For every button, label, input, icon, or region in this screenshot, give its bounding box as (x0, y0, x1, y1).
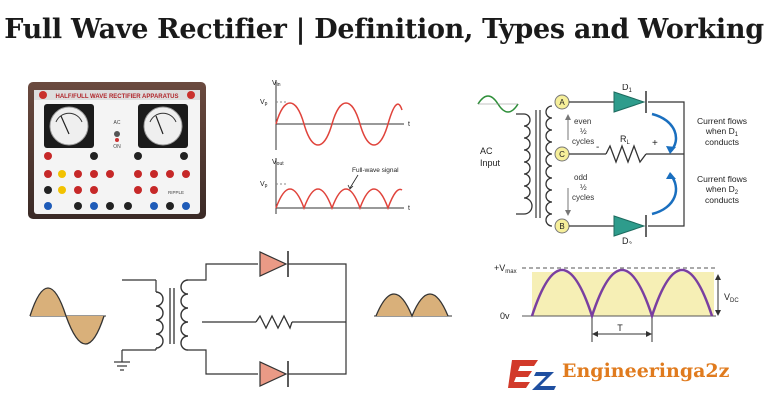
apparatus-label-on: ON (113, 144, 121, 150)
schematic-resistor (255, 314, 293, 330)
center-tap-rectifier-circuit: AC Input A C B even ½ cycles odd ½ cycle… (476, 82, 758, 248)
waveform-graphs: Vin Vp t Vout Vp t Full-wave signal (254, 74, 424, 220)
flow1-line3: conducts (705, 137, 739, 147)
apparatus-header: HALF/FULL WAVE RECTIFIER APPARATUS (56, 94, 179, 100)
even-half-label-3: cycles (572, 137, 594, 146)
output-waveform-graph: Vout Vp t Full-wave signal (260, 158, 410, 214)
even-half-label-1: even (574, 117, 591, 126)
vmax-label: +Vmax (494, 263, 517, 275)
flow2-line2: when D2 (705, 184, 739, 196)
d2-label: D2 (622, 236, 633, 244)
primary-coil (523, 113, 533, 215)
transformer (114, 279, 189, 371)
d1-label: D1 (622, 84, 633, 94)
apparatus-label-ac: AC (114, 120, 121, 126)
vout-peak-label: Vp (260, 181, 268, 189)
plus-sign: + (652, 138, 658, 149)
even-half-label-2: ½ (580, 127, 587, 136)
output-rectified-wave (275, 188, 403, 211)
current-arrow-d2 (651, 173, 678, 216)
output-rectified-wave-large (374, 293, 452, 318)
input-waveform-graph: Vin Vp t (260, 80, 410, 150)
rl-label: RL (620, 134, 631, 146)
rectifier-apparatus-image: HALF/FULL WAVE RECTIFIER APPARATUS AC ON (28, 82, 206, 219)
vin-axis-label: Vin (272, 80, 281, 88)
full-wave-schematic (6, 240, 476, 402)
minus-sign: - (596, 142, 599, 153)
secondary-coil (545, 105, 553, 227)
vin-peak-label: Vp (260, 99, 268, 107)
vout-axis-label: Vout (272, 159, 284, 167)
apparatus-label-ripple: RIPPLE (168, 190, 184, 195)
flow2-line1: Current flows (697, 174, 747, 184)
vin-time-label: t (408, 121, 410, 128)
odd-half-label-2: ½ (580, 183, 587, 192)
dc-output-plot: +Vmax 0v VDC T (492, 254, 768, 350)
brand-logo: Engineeringa2z (508, 354, 748, 394)
diode-d1 (613, 91, 647, 113)
brand-icon (508, 360, 556, 390)
page-title: Full Wave Rectifier | Definition, Types … (4, 14, 764, 45)
rectified-output-curve (530, 269, 714, 321)
flow1-line2: when D1 (705, 126, 739, 138)
vdc-label: VDC (724, 292, 739, 304)
odd-half-label-3: cycles (572, 193, 594, 202)
diode-bottom (259, 361, 289, 387)
period-label: T (617, 323, 623, 333)
diode-d2 (613, 215, 647, 237)
diode-top (259, 251, 289, 277)
ac-input-label-2: Input (480, 158, 501, 168)
ac-input-label-1: AC (480, 146, 493, 156)
load-resistor (605, 144, 647, 164)
input-sine-wave (275, 102, 403, 146)
node-a-label: A (559, 98, 565, 107)
flow2-line3: conducts (705, 195, 739, 205)
dc-band (532, 272, 714, 316)
node-b-label: B (559, 222, 564, 231)
brand-name: Engineeringa2z (562, 360, 730, 382)
input-ac-wave (29, 287, 106, 345)
flow1-line1: Current flows (697, 116, 747, 126)
full-wave-annotation: Full-wave signal (352, 167, 399, 174)
odd-half-label-1: odd (574, 173, 587, 182)
apparatus-terminals (44, 152, 190, 210)
node-c-label: C (559, 150, 565, 159)
vout-time-label: t (408, 205, 410, 212)
zero-volt-label: 0v (500, 311, 510, 321)
